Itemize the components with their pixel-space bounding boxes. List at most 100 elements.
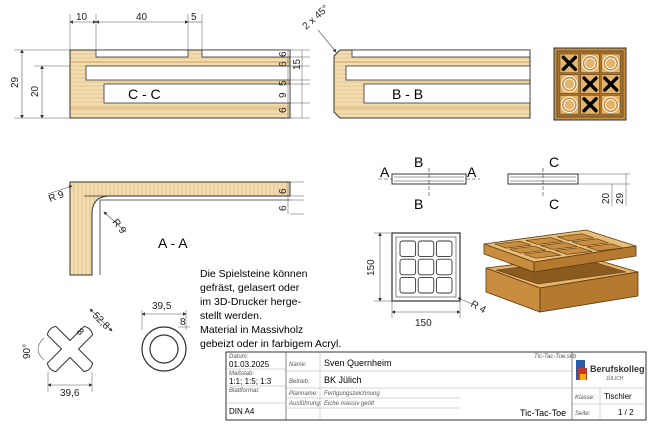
tb-datum-label: Datum: [229, 354, 249, 360]
iso-cell [525, 237, 563, 245]
tb-planname-label: Planname: [289, 391, 318, 397]
cross-game-piece: 52,8 8 90° 39,6 [22, 308, 113, 399]
tray-cell [399, 258, 417, 276]
dim-top-5: 5 [191, 12, 197, 23]
logo-sub-text: JÜLICH [606, 375, 624, 382]
tray-cell [417, 258, 435, 276]
note-line-2: gefräst, gelasert oder [200, 282, 300, 294]
dim-aa-r9a: R 9 [47, 189, 66, 205]
tb-name-label: Name: [289, 362, 307, 368]
note-line-1: Die Spielsteine können [200, 268, 308, 280]
tray-cell [399, 240, 417, 258]
berufskolleg-logo: Berufskolleg JÜLICH [576, 360, 645, 382]
dim-aa-6a: 6 [278, 188, 289, 194]
dim-ring-8: 8 [180, 317, 186, 328]
tb-blattformat: DIN A4 [229, 407, 255, 416]
section-bb: B - B [333, 49, 531, 119]
section-aa-label: A - A [158, 235, 188, 251]
dim-chamfer: 2 x 45° [301, 3, 332, 32]
cc-right-dimensions: 6 6 15 5 9 6 [278, 49, 310, 119]
cc-top-dimensions: 10 40 5 [69, 12, 203, 50]
logo-main-text: Berufskolleg [590, 364, 645, 374]
tray-cell [435, 258, 453, 276]
x-piece-icon [582, 97, 598, 113]
isometric-3d-view [483, 229, 639, 313]
iso-cell [555, 247, 593, 255]
chamfer-callout: 2 x 45° [301, 3, 337, 53]
title-block: Datum: 01.03.2025 Maßstab: 1:1; 1:5; 1:3… [225, 351, 647, 421]
dim-top-40: 40 [136, 12, 148, 23]
dim-right-6a: 6 [278, 51, 289, 57]
o-piece-icon [603, 56, 619, 71]
note-line-6: gebeizt oder in farbigem Acryl. [200, 338, 341, 350]
tray-cell [435, 276, 453, 294]
dim-cross-90: 90° [22, 344, 33, 359]
section-aa: A - A [69, 181, 291, 276]
tb-klasse: Tischler [604, 392, 632, 401]
iso-cell [540, 242, 578, 250]
manufacturing-note: Die Spielsteine können gefräst, gelasert… [200, 268, 341, 350]
tb-ausfuehrung: Eiche massiv geölt [324, 401, 374, 407]
isometric-board-cells [494, 233, 624, 259]
tb-title: Tic-Tac-Toe [520, 408, 566, 418]
iso-cell [586, 243, 624, 252]
tb-seite-label: Seite: [575, 411, 591, 417]
tray-plan-view [391, 232, 461, 302]
dim-tray-r4: R 4 [469, 299, 488, 316]
note-line-4: stellt werden. [200, 310, 262, 322]
tb-planname: Fertigungszeichnung [324, 391, 380, 397]
dim-ring-39-5: 39,5 [152, 301, 172, 312]
mark-a-left: A [380, 164, 390, 180]
iso-cell [509, 245, 547, 254]
mark-b-bottom: B [414, 196, 423, 212]
mark-c-top: C [549, 154, 559, 170]
dim-cross-39-6: 39,6 [60, 388, 80, 399]
tb-blattformat-label: Blattformat: [229, 388, 260, 394]
iso-cell [557, 233, 595, 242]
dim-left-20: 20 [30, 85, 41, 97]
side-view-ab: A A B B [378, 154, 480, 212]
note-line-5: Material in Massivholz [200, 324, 303, 336]
tray-cell [417, 240, 435, 258]
x-piece-icon [582, 76, 598, 92]
mark-a-right: A [467, 164, 477, 180]
dim-tray-150v: 150 [366, 259, 377, 276]
dim-cc-20: 20 [601, 192, 612, 204]
tb-seite: 1 / 2 [618, 408, 634, 417]
dim-right-9: 9 [278, 92, 289, 98]
x-piece-icon [603, 76, 619, 92]
tb-massstab: 1:1; 1:5; 1:3 [229, 377, 272, 386]
o-piece-icon [582, 56, 598, 71]
x-piece-icon [561, 55, 578, 72]
iso-cell [523, 250, 561, 259]
o-piece-icon [562, 97, 577, 113]
mark-b-top: B [414, 154, 423, 170]
tb-ausfuehrung-label: Ausführung: [288, 401, 322, 407]
tb-klasse-label: Klasse: [575, 395, 595, 401]
tb-name: Sven Quernheim [324, 358, 392, 368]
dim-cross-52-8: 52,8 [90, 310, 112, 332]
ring-game-piece: 39,5 8 [141, 301, 190, 372]
mark-c-bottom: C [549, 196, 559, 212]
section-cc: C - C [69, 49, 291, 119]
dim-top-10: 10 [76, 12, 88, 23]
cc-left-dimensions: 29 20 [10, 49, 70, 119]
section-bb-label: B - B [392, 86, 423, 102]
iso-cell [494, 240, 532, 249]
tb-datum: 01.03.2025 [229, 360, 270, 369]
dim-left-29: 29 [10, 76, 21, 88]
note-line-3: im 3D-Drucker herge- [200, 296, 301, 308]
dim-cc-29: 29 [615, 192, 626, 204]
tb-betrieb: BK Jülich [324, 375, 362, 385]
tray-cell [399, 276, 417, 294]
o-piece-icon [562, 76, 577, 92]
tb-betrieb-label: Betrieb: [289, 379, 310, 385]
dim-right-15: 15 [292, 58, 303, 70]
game-board-top-view [553, 47, 627, 121]
dim-right-5: 5 [278, 80, 289, 86]
side-view-c: C C 20 29 [507, 154, 630, 212]
o-piece-icon [603, 97, 619, 113]
dim-aa-6b: 6 [278, 205, 289, 211]
